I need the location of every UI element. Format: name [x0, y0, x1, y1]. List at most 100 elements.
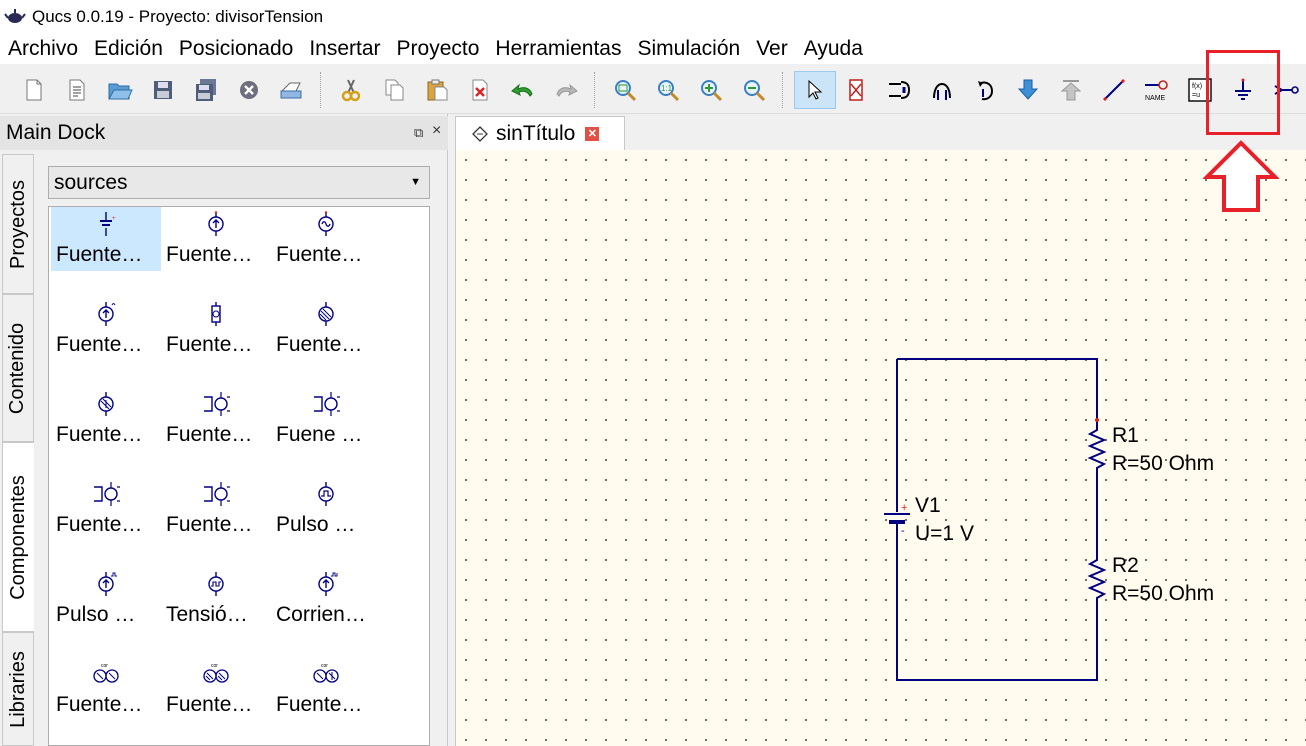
copy-button[interactable]: [376, 72, 412, 108]
component-item[interactable]: cor Fuente…: [161, 657, 271, 721]
new-file-button[interactable]: [16, 72, 52, 108]
dock-vertical-tabs: Proyectos Contenido Componentes Librarie…: [0, 154, 36, 746]
r1-name-label[interactable]: R1: [1112, 424, 1139, 447]
component-item[interactable]: Fuente…: [271, 297, 381, 361]
tab-proyectos[interactable]: Proyectos: [2, 154, 34, 294]
delete-button[interactable]: [462, 72, 498, 108]
tab-close-icon[interactable]: ✕: [585, 126, 600, 141]
resistor-r1[interactable]: [1087, 418, 1107, 480]
menu-proyecto[interactable]: Proyecto: [396, 37, 480, 60]
voltage-source-v1[interactable]: + -: [884, 490, 910, 540]
toolbar: 1:1 NAME: [0, 66, 1306, 114]
deactivate-icon: [849, 79, 863, 101]
tab-contenido-label: Contenido: [6, 322, 29, 414]
ground-icon: [1235, 78, 1251, 100]
component-item[interactable]: cor Fuente…: [51, 657, 161, 721]
menu-archivo[interactable]: Archivo: [8, 37, 79, 60]
v1-name-label[interactable]: V1: [915, 494, 941, 517]
redo-button[interactable]: [548, 72, 584, 108]
port-button[interactable]: [1268, 72, 1304, 108]
dock-float-button[interactable]: ⧉: [414, 125, 424, 140]
cut-button[interactable]: [333, 72, 369, 108]
save-icon: [154, 81, 172, 99]
mirror-y-icon: [933, 82, 951, 100]
undo-button[interactable]: [505, 72, 541, 108]
menu-insertar[interactable]: Insertar: [309, 37, 381, 60]
component-label: Fuente…: [166, 423, 253, 446]
zoom-fit-button[interactable]: [607, 72, 643, 108]
rect-voltage-source-icon: [208, 572, 224, 596]
tab-componentes[interactable]: Componentes: [2, 442, 34, 632]
tab-proyectos-label: Proyectos: [6, 179, 29, 269]
zoom-1to1-button[interactable]: 1:1: [650, 72, 686, 108]
close-doc-button[interactable]: [231, 72, 267, 108]
save-button[interactable]: [145, 72, 181, 108]
wire: [896, 540, 1098, 681]
tab-sintitulo[interactable]: sinTítulo ✕: [455, 116, 625, 150]
save-all-button[interactable]: [188, 72, 224, 108]
r2-name-label[interactable]: R2: [1112, 554, 1139, 577]
new-text-button[interactable]: [59, 72, 95, 108]
menu-ver[interactable]: Ver: [756, 37, 788, 60]
zoom-out-button[interactable]: [736, 72, 772, 108]
tab-contenido[interactable]: Contenido: [2, 294, 34, 442]
component-item[interactable]: Fuente…: [51, 387, 161, 451]
tab-title: sinTítulo: [496, 121, 576, 145]
menu-posicionado[interactable]: Posicionado: [178, 37, 294, 60]
ground-button[interactable]: [1225, 72, 1261, 108]
dock-close-button[interactable]: ×: [432, 122, 442, 139]
category-select[interactable]: sources ▼: [48, 166, 430, 199]
menu-edicion[interactable]: Edición: [94, 37, 163, 60]
exit-subcircuit-button[interactable]: [1053, 72, 1089, 108]
component-item[interactable]: Tensió…: [161, 567, 271, 631]
deactivate-button[interactable]: [838, 72, 874, 108]
qucs-logo-icon: [4, 9, 26, 23]
component-label: Fuente…: [56, 243, 143, 266]
component-item[interactable]: Pulso …: [271, 477, 381, 541]
component-item[interactable]: Fuente…: [161, 477, 271, 541]
component-item[interactable]: Fuente…: [51, 297, 161, 361]
r1-value-label[interactable]: R=50 Ohm: [1112, 452, 1215, 475]
component-item[interactable]: Corrien…: [271, 567, 381, 631]
wire-label-icon: NAME: [1145, 80, 1168, 102]
open-button[interactable]: [102, 72, 138, 108]
svg-text:cor: cor: [101, 663, 108, 669]
print-button[interactable]: [274, 72, 310, 108]
component-label: Fuente…: [56, 513, 143, 536]
zoom-in-button[interactable]: [693, 72, 729, 108]
paste-button[interactable]: [419, 72, 455, 108]
component-item[interactable]: Fuene …: [271, 387, 381, 451]
component-item[interactable]: Fuente…: [51, 477, 161, 541]
enter-subcircuit-button[interactable]: [1010, 72, 1046, 108]
component-label: Fuente…: [56, 333, 143, 356]
save-all-icon: [196, 79, 216, 101]
component-item[interactable]: + Fuente…: [51, 207, 161, 271]
svg-text:f(x): f(x): [1192, 83, 1202, 90]
schematic-canvas[interactable]: + - V1 U=1 V R1 R=50 Ohm R2 R=50 Ohm: [455, 150, 1306, 746]
component-label: Fuente…: [166, 243, 253, 266]
mirror-x-icon: [889, 81, 911, 99]
window-title: Qucs 0.0.19 - Proyecto: divisorTension: [32, 7, 324, 26]
v1-value-label[interactable]: U=1 V: [915, 522, 974, 545]
component-item[interactable]: Fuente…: [271, 207, 381, 271]
menu-ayuda[interactable]: Ayuda: [803, 37, 863, 60]
equation-button[interactable]: f(x)=u: [1182, 72, 1218, 108]
tab-libraries[interactable]: Libraries: [2, 632, 34, 746]
wire-button[interactable]: [1096, 72, 1132, 108]
rotate-button[interactable]: [967, 72, 1003, 108]
component-item[interactable]: Pulso …: [51, 567, 161, 631]
select-button[interactable]: [794, 71, 836, 109]
component-item[interactable]: Fuente…: [161, 207, 271, 271]
component-list-scrollbar[interactable]: [436, 206, 446, 746]
component-item[interactable]: Fuente…: [161, 297, 271, 361]
menu-herramientas[interactable]: Herramientas: [495, 37, 622, 60]
mirror-x-button[interactable]: [881, 72, 917, 108]
r2-value-label[interactable]: R=50 Ohm: [1112, 582, 1215, 605]
mirror-y-button[interactable]: [924, 72, 960, 108]
wire-label-button[interactable]: NAME: [1139, 72, 1175, 108]
component-item[interactable]: Fuente…: [161, 387, 271, 451]
menu-simulacion[interactable]: Simulación: [637, 37, 741, 60]
zoom-out-icon: [744, 80, 766, 102]
resistor-r2[interactable]: [1087, 550, 1107, 610]
component-item[interactable]: cor Fuente…: [271, 657, 381, 721]
